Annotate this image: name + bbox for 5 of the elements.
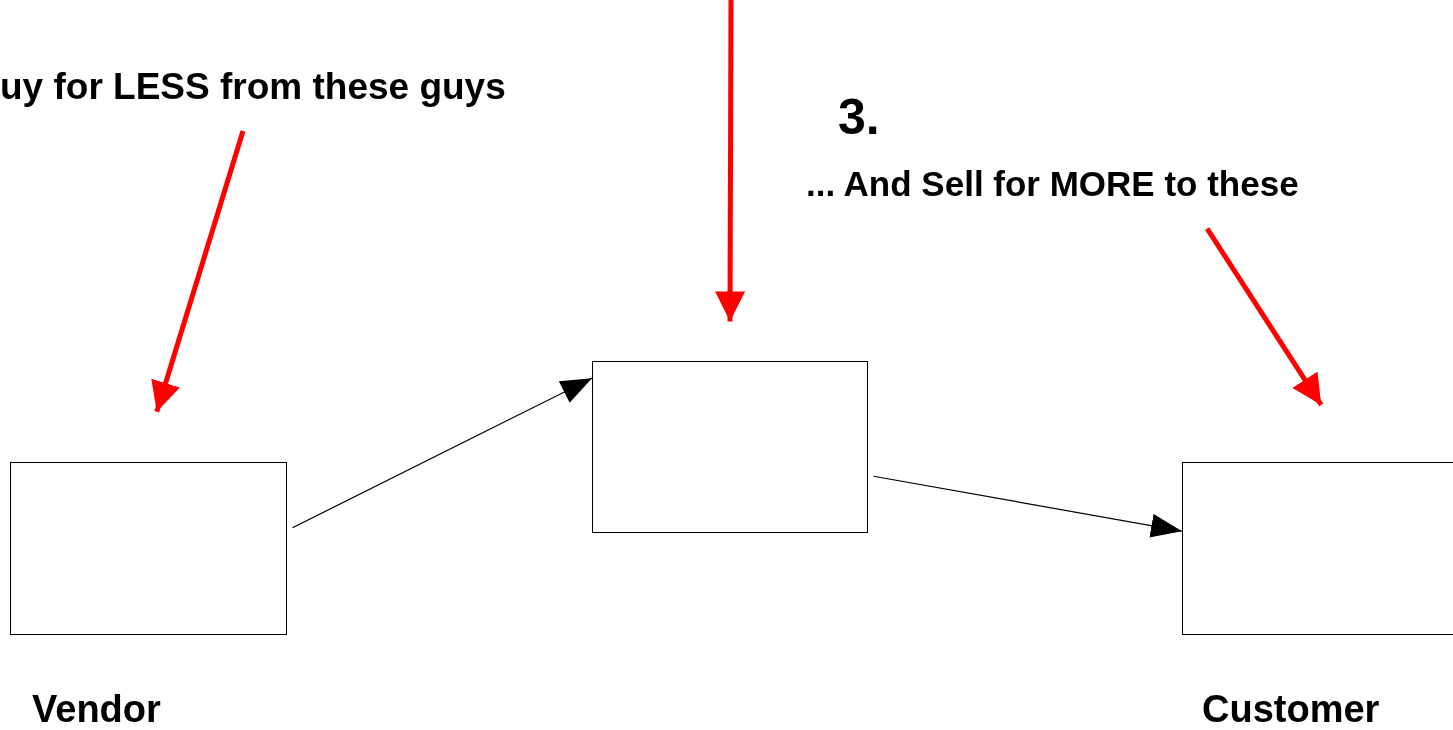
box-label: Customer (1202, 690, 1380, 728)
box-label: Vendor (32, 690, 161, 728)
annotation-text: ... And Sell for MORE to these (806, 166, 1299, 201)
annotation-text: uy for LESS from these guys (0, 68, 506, 105)
step-number: 3. (838, 92, 880, 142)
